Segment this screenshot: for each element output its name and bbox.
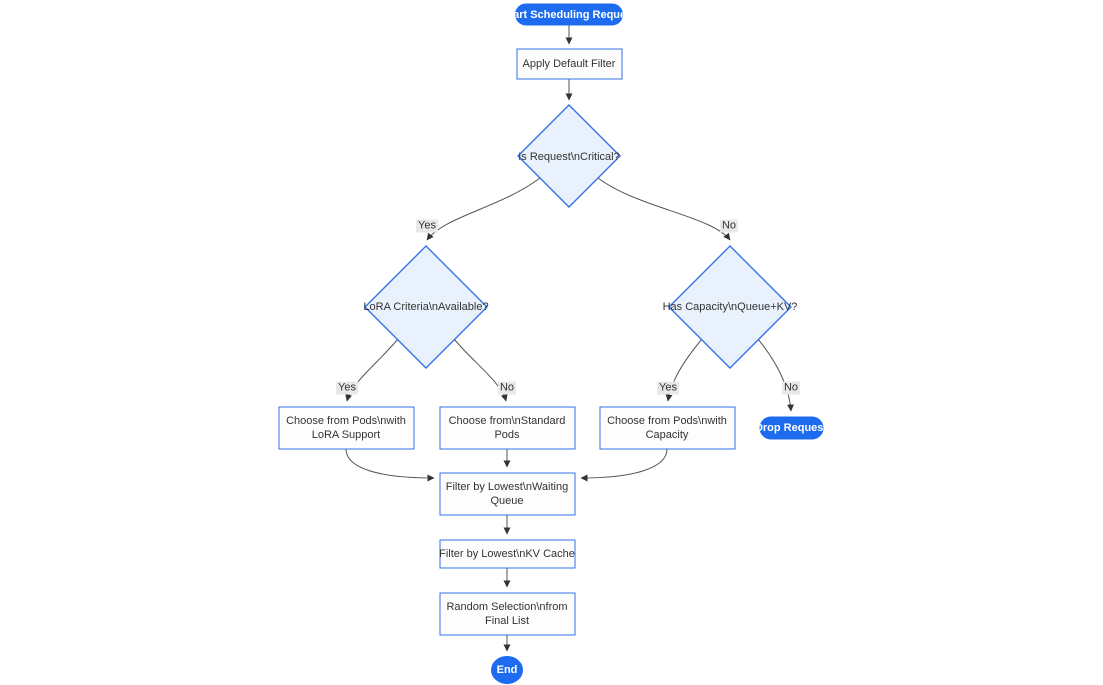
edge-capacity-no (757, 338, 795, 412)
node-shape-lora-criteria-available (364, 245, 488, 369)
node-is-request-critical: Is Request\nCritical? (518, 151, 620, 163)
node-label-line: Final List (484, 615, 530, 627)
node-shape-is-request-critical (517, 104, 621, 208)
node-shape-random-selection (439, 592, 576, 636)
edge-capacitypods-to-filterqueue (580, 448, 668, 482)
node-has-capacity-queue-kv: Has Capacity\nQueue+KV? (662, 301, 798, 313)
node-label-line: Choose from\nStandard (448, 415, 566, 427)
node-label-line: Filter by Lowest\nWaiting (445, 481, 569, 493)
node-end: End (496, 664, 518, 676)
node-shape-group (278, 3, 824, 684)
node-label-line: Capacity (645, 429, 689, 441)
node-label-line: Pods (494, 429, 520, 441)
node-shape-has-capacity-queue-kv (668, 245, 792, 369)
node-label-line: Random Selection\nfrom (446, 601, 568, 613)
edge-label-lora-yes: Yes (336, 381, 358, 395)
node-shape-drop-request (759, 416, 824, 440)
edge-group (345, 25, 795, 652)
node-label-line: Choose from Pods\nwith (286, 415, 406, 427)
node-filter-waiting-queue: Filter by Lowest\nWaiting Queue (446, 480, 568, 508)
node-choose-standard-pods: Choose from\nStandard Pods (449, 414, 566, 442)
node-shape-start (515, 3, 623, 26)
edge-label-capacity-yes: Yes (657, 381, 679, 395)
node-lora-criteria-available: LoRA Criteria\nAvailable? (363, 301, 489, 313)
edge-capacity-yes (665, 338, 703, 402)
edge-lora-no (453, 338, 508, 402)
edge-lorapods-to-filterqueue (345, 448, 435, 482)
node-shape-filter-waiting-queue (439, 472, 576, 516)
node-apply-default-filter: Apply Default Filter (522, 58, 616, 70)
node-choose-pods-lora: Choose from Pods\nwith LoRA Support (286, 414, 406, 442)
edge-lora-yes (345, 338, 399, 402)
node-shape-end (491, 656, 523, 684)
node-random-selection: Random Selection\nfrom Final List (446, 600, 567, 628)
node-filter-kv-cache: Filter by Lowest\nKV Cache (439, 548, 575, 560)
node-label-line: LoRA Support (311, 429, 381, 441)
node-label-line: Choose from Pods\nwith (607, 415, 727, 427)
edge-label-critical-no: No (719, 219, 739, 233)
edge-label-capacity-no: No (781, 381, 801, 395)
node-shape-choose-standard-pods (439, 406, 576, 450)
node-shape-choose-pods-lora (278, 406, 415, 450)
node-drop-request: Drop Request (754, 422, 828, 434)
node-shape-filter-kv-cache (439, 539, 576, 569)
edge-label-lora-no: No (497, 381, 517, 395)
node-shape-choose-pods-capacity (599, 406, 736, 450)
node-start: Start Scheduling Request (502, 9, 636, 21)
node-label-line: Queue (490, 495, 524, 507)
node-choose-pods-capacity: Choose from Pods\nwith Capacity (607, 414, 727, 442)
edge-critical-no (597, 177, 731, 241)
node-shape-apply-default-filter (516, 48, 623, 80)
edge-label-critical-yes: Yes (416, 219, 438, 233)
edge-critical-yes (426, 177, 541, 241)
